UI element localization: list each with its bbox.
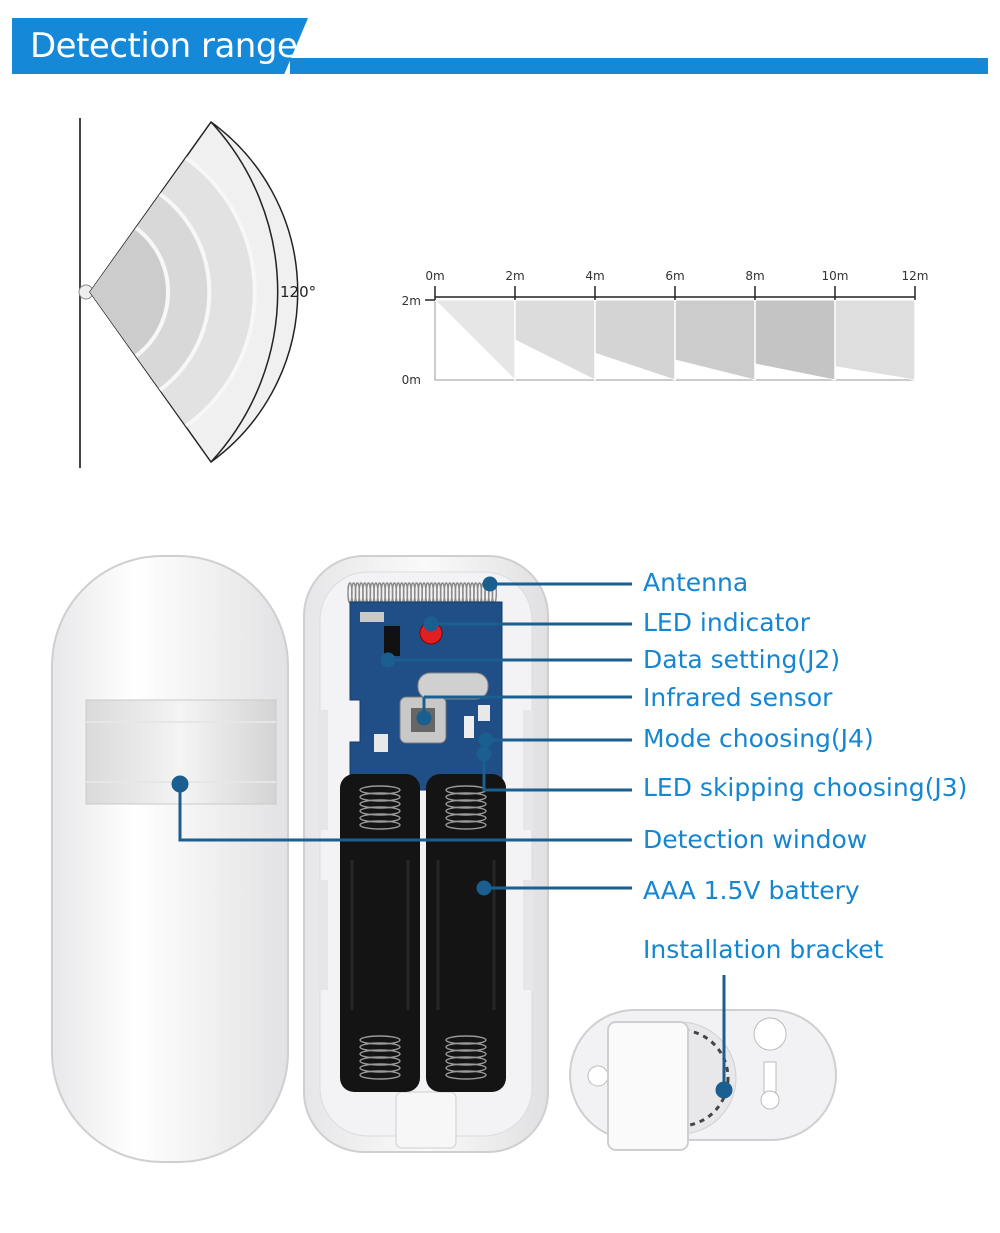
- angle-label: 120°: [280, 283, 316, 301]
- callout-led-indicator: LED indicator: [643, 608, 810, 637]
- leader-detection-window: [178, 784, 632, 842]
- x-tick-label-4: 8m: [745, 269, 764, 283]
- battery-spring-turn: [359, 813, 401, 823]
- battery-spring-turn: [445, 1063, 487, 1073]
- x-tick-label-5: 10m: [822, 269, 849, 283]
- callout-led-skipping: LED skipping choosing(J3): [643, 773, 968, 802]
- range-chart: 0m 2m 4m 6m 8m 10m 12m 2m 0m: [402, 269, 929, 387]
- battery-spring-turn: [359, 792, 401, 802]
- callout-infrared-sensor: Infrared sensor: [643, 683, 833, 712]
- battery-spring-turn: [359, 1049, 401, 1059]
- open-base: [303, 555, 549, 1153]
- battery-spring-turn: [359, 1070, 401, 1080]
- dot-battery: [476, 880, 492, 896]
- battery-spring-turn: [359, 799, 401, 809]
- battery-spring-turn: [359, 1056, 401, 1066]
- callout-antenna: Antenna: [643, 568, 749, 597]
- callout-mode-choosing: Mode choosing(J4): [643, 724, 874, 753]
- battery-spring-turn: [445, 1049, 487, 1059]
- y-tick-label-1: 0m: [402, 373, 421, 387]
- page-title: Detection range: [30, 26, 298, 66]
- x-tick-label-2: 4m: [585, 269, 604, 283]
- installation-bracket-illustration: [569, 1009, 837, 1151]
- fan-band-1: [90, 228, 168, 356]
- callout-battery: AAA 1.5V battery: [643, 876, 860, 905]
- header-banner: [12, 18, 308, 74]
- dot-bracket: [715, 1081, 733, 1099]
- battery-spring-turn: [359, 785, 401, 795]
- battery-spring-turn: [359, 820, 401, 830]
- x-tick-label-1: 2m: [505, 269, 524, 283]
- battery-spring-turn: [445, 1056, 487, 1066]
- fan-diagram: 120°: [78, 118, 316, 468]
- battery-spring-turn: [359, 1063, 401, 1073]
- leader-led-skipping: [482, 754, 632, 792]
- battery-spring-turn: [445, 1042, 487, 1052]
- battery-spring-turn: [445, 806, 487, 816]
- battery-spring-turn: [445, 1070, 487, 1080]
- dot-led-skipping: [476, 746, 492, 762]
- callout-installation-bracket: Installation bracket: [643, 935, 884, 964]
- battery-spring-turn: [359, 806, 401, 816]
- dot-antenna: [482, 576, 498, 592]
- battery-spring-turn: [445, 792, 487, 802]
- x-tick-label-3: 6m: [665, 269, 684, 283]
- front-cover: [51, 555, 289, 1163]
- dot-led: [423, 616, 439, 632]
- battery-holder-left: [340, 774, 420, 1092]
- callout-data-setting: Data setting(J2): [643, 645, 841, 674]
- x-tick-label-0: 0m: [425, 269, 444, 283]
- dot-detection-window: [171, 775, 189, 793]
- y-tick-label-0: 2m: [402, 294, 421, 308]
- angle-arc: [210, 121, 279, 463]
- callout-detection-window: Detection window: [643, 825, 868, 854]
- dot-data-setting: [380, 652, 396, 668]
- fan-arc-1: [158, 192, 212, 392]
- battery-spring-turn: [359, 1042, 401, 1052]
- dot-mode: [478, 732, 494, 748]
- battery-spring-turn: [445, 813, 487, 823]
- battery-holder-right: [426, 774, 506, 1092]
- battery-spring-turn: [359, 1035, 401, 1045]
- battery-spring-turn: [445, 1035, 487, 1045]
- fan-arc-2: [184, 156, 257, 428]
- battery-spring-turn: [445, 799, 487, 809]
- fan-arc-0: [134, 226, 170, 358]
- header-rule: [290, 58, 988, 74]
- battery-spring-turn: [445, 820, 487, 830]
- x-tick-label-6: 12m: [902, 269, 929, 283]
